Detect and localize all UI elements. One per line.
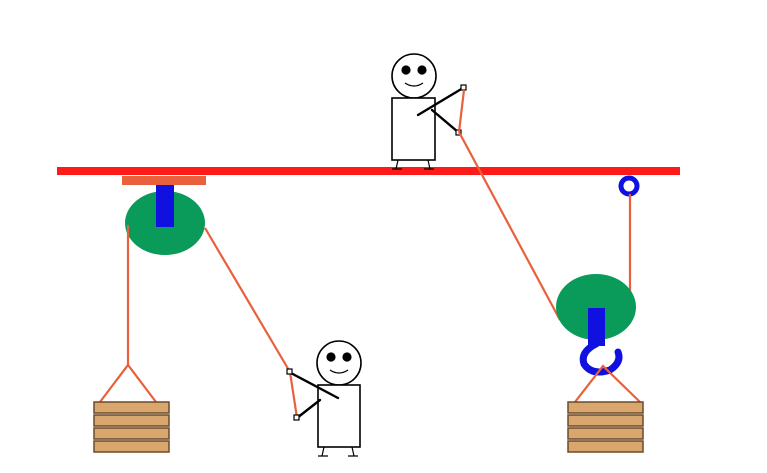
fixed-pulley-icon — [125, 185, 205, 255]
rope-left-pull — [204, 227, 291, 373]
person-upper-hand-1 — [460, 84, 467, 91]
person-lower-hand-1 — [286, 368, 293, 375]
crate-right-sling — [574, 364, 641, 403]
person-lower-arm-2 — [295, 398, 322, 420]
eye-bolt-icon — [618, 175, 640, 197]
fixed-pulley-mount — [122, 176, 206, 185]
person-lower-head — [316, 340, 362, 386]
person-upper-feet — [392, 159, 434, 170]
crate-left-plank-3 — [93, 427, 170, 440]
person-lower-feet — [318, 446, 358, 457]
person-upper-head — [391, 53, 437, 99]
movable-pulley-axle — [588, 308, 605, 346]
crate-left-sling — [99, 363, 157, 403]
rope-left-end — [288, 371, 299, 419]
crate-right — [567, 401, 644, 453]
overhead-beam — [57, 167, 680, 175]
crate-left-plank-4 — [93, 440, 170, 453]
rope-upper-hand — [457, 89, 466, 133]
person-lower-face — [326, 352, 352, 374]
person-upper-arm-2 — [430, 108, 460, 134]
movable-pulley-icon — [556, 274, 636, 346]
person-lower-body — [317, 384, 361, 448]
crate-right-plank-3 — [567, 427, 644, 440]
rope-upper-pull — [458, 131, 561, 321]
person-upper-face — [401, 65, 427, 87]
eye-bolt-ring — [618, 175, 640, 197]
hook-icon — [579, 340, 623, 376]
crate-right-plank-1 — [567, 401, 644, 414]
fixed-pulley-axle — [156, 185, 174, 227]
person-lower — [286, 340, 362, 457]
person-lower-arm-1 — [287, 370, 340, 400]
crate-right-plank-4 — [567, 440, 644, 453]
crate-left-plank-2 — [93, 414, 170, 427]
crate-right-plank-2 — [567, 414, 644, 427]
person-lower-hand-2 — [293, 414, 300, 421]
person-upper — [391, 53, 467, 170]
crate-left — [93, 401, 170, 453]
movable-pulley-wheel — [556, 274, 636, 340]
person-upper-arm-1 — [416, 86, 465, 117]
crate-left-plank-1 — [93, 401, 170, 414]
